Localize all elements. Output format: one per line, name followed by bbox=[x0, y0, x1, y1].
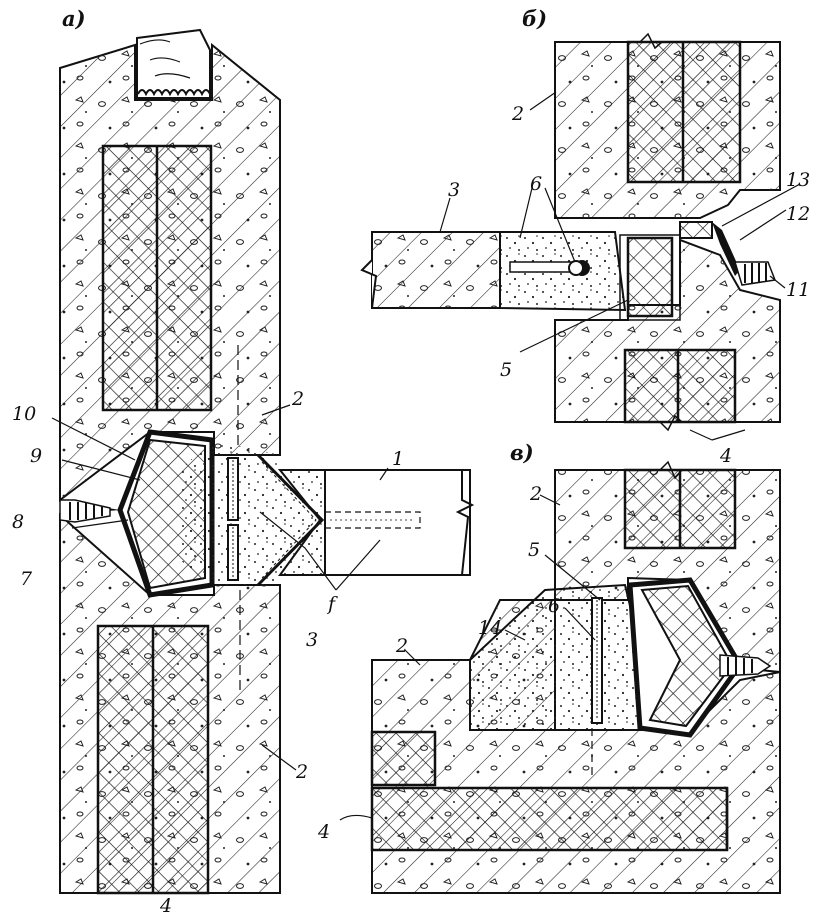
callout-a-8: 8 bbox=[12, 511, 24, 533]
callout-a-3: 3 bbox=[306, 629, 318, 651]
panel-v-lower-insulation bbox=[370, 786, 729, 852]
callout-b-6: 6 bbox=[530, 173, 542, 195]
panel-caption-b: б) bbox=[522, 6, 547, 31]
callout-a-1: 1 bbox=[392, 448, 404, 470]
callout-b-3: 3 bbox=[448, 179, 460, 201]
callout-v-5: 5 bbox=[528, 539, 540, 561]
callout-v-2-left: 2 bbox=[395, 635, 408, 657]
callout-v-4: 4 bbox=[317, 821, 330, 843]
callout-v-2-upper: 2 bbox=[529, 483, 542, 505]
panel-b-detail bbox=[360, 32, 801, 441]
panel-a-corrugated-strip bbox=[137, 89, 211, 97]
panel-b-lower-insulation bbox=[623, 348, 737, 424]
panel-caption-a: а) bbox=[62, 6, 86, 31]
panel-b-sealant bbox=[733, 261, 777, 286]
panel-v-joint-insulation bbox=[640, 584, 734, 728]
panel-b-gasket bbox=[679, 221, 713, 239]
callout-a-9: 9 bbox=[30, 445, 42, 467]
callout-a-10: 10 bbox=[12, 403, 36, 425]
callout-a-f: f bbox=[326, 593, 338, 615]
panel-b-mastic bbox=[712, 222, 740, 276]
panel-caption-v: в) bbox=[510, 440, 534, 465]
panel-v-lower-insulation-step bbox=[370, 730, 437, 787]
panel-a-detail bbox=[51, 28, 475, 895]
panel-a-top-timber bbox=[136, 28, 211, 99]
callout-a-2-lower: 2 bbox=[295, 761, 308, 783]
callout-b-2: 2 bbox=[511, 103, 524, 125]
panel-b-joint-insulation bbox=[626, 236, 674, 318]
callout-v-14: 14 bbox=[478, 617, 502, 639]
callout-b-4: 4 bbox=[719, 445, 732, 467]
callout-b-13: 13 bbox=[786, 169, 810, 191]
callout-a-4: 4 bbox=[159, 895, 172, 917]
panel-v-detail bbox=[339, 460, 781, 894]
callout-b-5: 5 bbox=[500, 359, 512, 381]
labels: а) б) в) 1 2 2 f 3 4 7 8 9 10 2 3 4 5 6 … bbox=[12, 6, 810, 917]
callout-b-12: 12 bbox=[786, 203, 810, 225]
callout-a-7: 7 bbox=[20, 568, 33, 590]
callout-b-11: 11 bbox=[786, 279, 810, 301]
callout-v-6: 6 bbox=[548, 595, 560, 617]
callout-a-2-upper: 2 bbox=[291, 388, 304, 410]
